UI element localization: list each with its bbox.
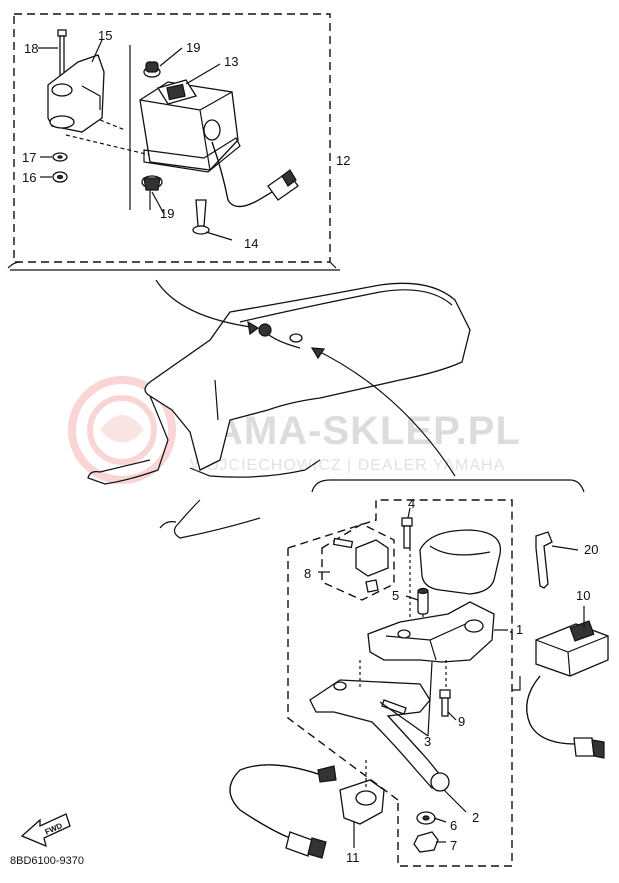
callout-15: 15 xyxy=(98,28,112,43)
callout-2: 2 xyxy=(472,810,479,825)
pin-5 xyxy=(417,587,429,615)
mounting-guides xyxy=(65,119,151,156)
assembly-1-outline xyxy=(287,548,513,867)
connector-12 xyxy=(267,169,299,201)
callout-10: 10 xyxy=(576,588,590,603)
washer-17 xyxy=(52,152,68,162)
assembly-guides-2 xyxy=(359,660,447,690)
screw-9 xyxy=(439,689,451,717)
callout-16: 16 xyxy=(22,170,36,185)
assembly-8-outline xyxy=(321,523,395,601)
relay-connector xyxy=(573,737,605,759)
callout-12: 12 xyxy=(336,153,350,168)
callout-3: 3 xyxy=(424,734,431,749)
throttle-lever-2 xyxy=(309,679,450,792)
fwd-arrow-icon: FWD xyxy=(20,813,71,848)
cable-tie-20 xyxy=(535,531,553,589)
washer-6 xyxy=(416,811,436,825)
throttle-sensor-11 xyxy=(229,764,385,839)
callout-13: 13 xyxy=(224,54,238,69)
bracket-15 xyxy=(47,54,105,133)
callout-7: 7 xyxy=(450,838,457,853)
callout-9: 9 xyxy=(458,714,465,729)
nut-16 xyxy=(52,171,68,183)
callout-20: 20 xyxy=(584,542,598,557)
throttle-housing xyxy=(367,601,495,663)
sensor-connector xyxy=(285,831,327,859)
screw-4 xyxy=(401,517,413,549)
throttle-cover xyxy=(419,529,502,595)
nut-7 xyxy=(413,831,439,853)
callout-17: 17 xyxy=(22,150,36,165)
watermark-logo xyxy=(68,376,176,484)
callout-1: 1 xyxy=(516,622,523,637)
callout-11: 11 xyxy=(346,850,360,865)
grommet-19-bottom xyxy=(141,175,163,191)
relay-leader xyxy=(512,676,521,691)
callout-18: 18 xyxy=(24,41,38,56)
callout-8: 8 xyxy=(304,566,311,581)
grommet-19-top xyxy=(143,61,161,78)
inset-box-12 xyxy=(7,13,340,271)
clip-8 xyxy=(332,537,389,593)
throttle-group-bracket xyxy=(311,479,585,493)
inset-vertical-guide xyxy=(129,45,151,210)
snowmobile-body xyxy=(87,282,471,539)
watermark-subtitle: WOJCIECHOWICZ | DEALER YAMAHA xyxy=(190,457,505,474)
callout-4: 4 xyxy=(408,496,415,511)
callout-5: 5 xyxy=(392,588,399,603)
pointer-inset-to-body xyxy=(155,279,259,329)
relay-unit-10 xyxy=(526,620,609,745)
switch-box-13 xyxy=(139,79,241,173)
screw-14 xyxy=(192,199,210,235)
pointer-arrow-bottom xyxy=(310,347,326,360)
callouts: 18 15 19 13 17 16 12 19 14 4 20 8 5 10 1… xyxy=(22,28,598,865)
pointer-throttle-to-body xyxy=(311,347,456,477)
callout-19-bottom: 19 xyxy=(160,206,174,221)
callout-6: 6 xyxy=(450,818,457,833)
leader-lines xyxy=(38,39,585,848)
callout-19-top: 19 xyxy=(186,40,200,55)
switch-cable xyxy=(211,141,273,208)
diagram-code: 8BD6100-9370 xyxy=(10,855,84,867)
pointer-arrow-top xyxy=(247,320,260,336)
callout-14: 14 xyxy=(244,236,258,251)
